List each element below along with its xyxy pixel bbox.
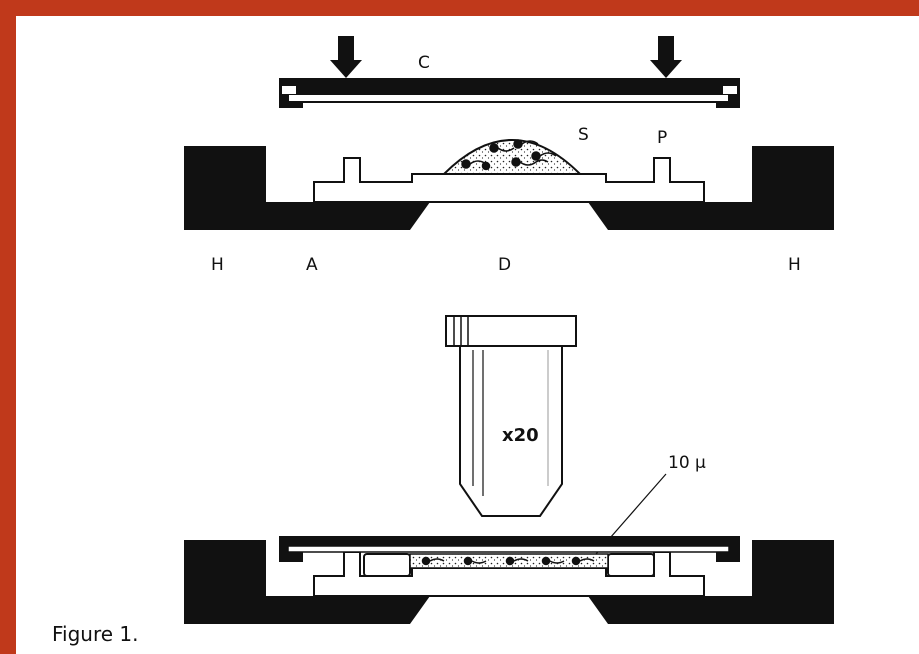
figure-caption: Figure 1. [52,622,139,646]
figure-frame: C S P H A D H [16,16,919,654]
sperm-cells-lower [421,556,595,566]
holder-base-upper [266,202,752,230]
sperm-cells-upper [461,139,557,171]
spacer-left [363,553,411,577]
holder-block-right-lower [752,540,834,624]
cover-label: C [418,53,430,73]
objective-lens [445,315,577,517]
ring-label: A [306,255,318,275]
press-arrow-right [650,36,682,78]
holder-block-right [752,146,834,230]
press-arrow-left [330,36,362,78]
magnification-label: x20 [502,425,539,446]
thickness-label: 10 µ [668,453,706,473]
holder-block-left-lower [184,540,266,624]
sample-label: S [578,125,589,145]
spacer-right [607,553,655,577]
holder-base-lower [266,596,752,624]
holder-block-left [184,146,266,230]
post-label: P [657,128,667,148]
cover-slip-lower [279,536,740,562]
cover-slip [279,78,740,108]
dish-label: D [498,255,511,275]
ring-slide-upper [313,157,705,203]
sample-film [409,553,609,569]
holder-label-left: H [211,255,224,275]
holder-label-right: H [788,255,801,275]
chamber-diagram: C S P H A D H [184,36,834,624]
sample-drop [441,139,583,175]
